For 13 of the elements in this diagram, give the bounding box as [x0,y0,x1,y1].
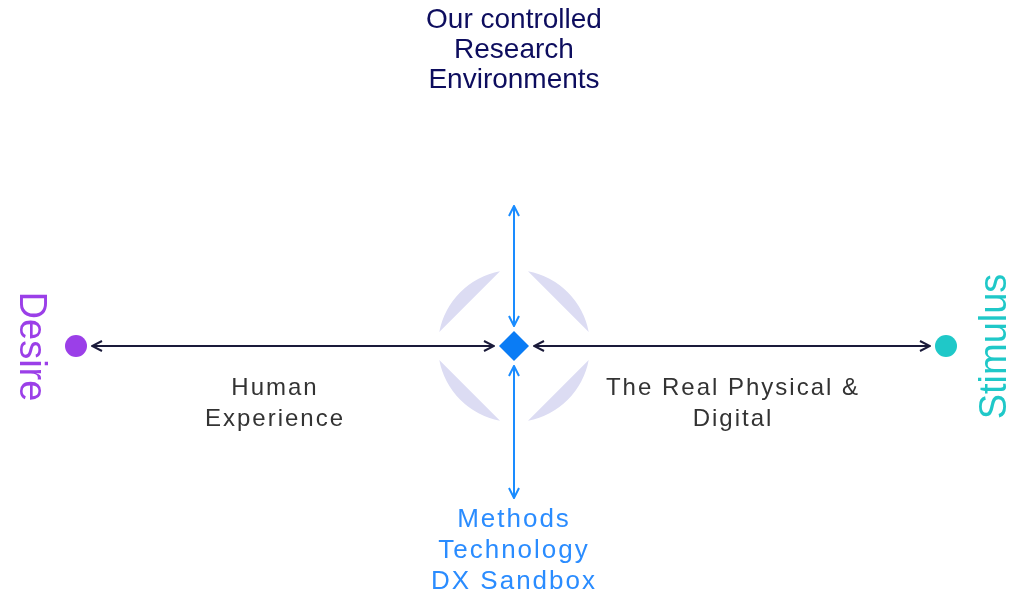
axis-label: Desire [10,290,54,404]
axis-label: Stimulus [971,272,1012,422]
dot-marker [65,335,87,357]
edge-label: The Real Physical & Digital [604,372,862,433]
title: Our controlled Research Environments [425,4,603,94]
text-label: Methods Technology DX Sandbox [414,503,614,593]
double-arrow [508,205,520,327]
dot-marker [935,335,957,357]
diamond-marker [499,331,529,361]
double-arrow [91,340,495,352]
double-arrow [508,365,520,499]
double-arrow [533,340,931,352]
edge-label: Human Experience [203,372,347,433]
